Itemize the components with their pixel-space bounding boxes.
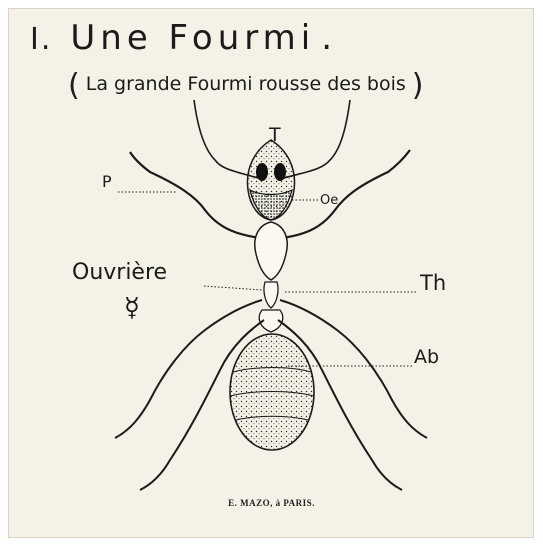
caste-label: Ouvrière <box>72 260 167 285</box>
thorax-label: Th <box>420 271 446 295</box>
right-antenna <box>284 100 350 178</box>
head-label: T <box>269 124 281 146</box>
caste-symbol: ☿ <box>124 293 140 323</box>
front-left-leg <box>130 152 260 238</box>
publisher-credit: E. MAZO, à PARIS. <box>0 498 543 508</box>
thorax <box>255 222 287 332</box>
caste-leader <box>204 286 262 290</box>
abdomen-label: Ab <box>414 346 439 368</box>
eye-label: Oe <box>320 193 338 208</box>
palp-label: P <box>102 172 112 191</box>
head <box>247 140 294 220</box>
abdomen <box>230 334 314 450</box>
left-antenna <box>194 100 258 178</box>
front-right-leg <box>282 150 410 238</box>
